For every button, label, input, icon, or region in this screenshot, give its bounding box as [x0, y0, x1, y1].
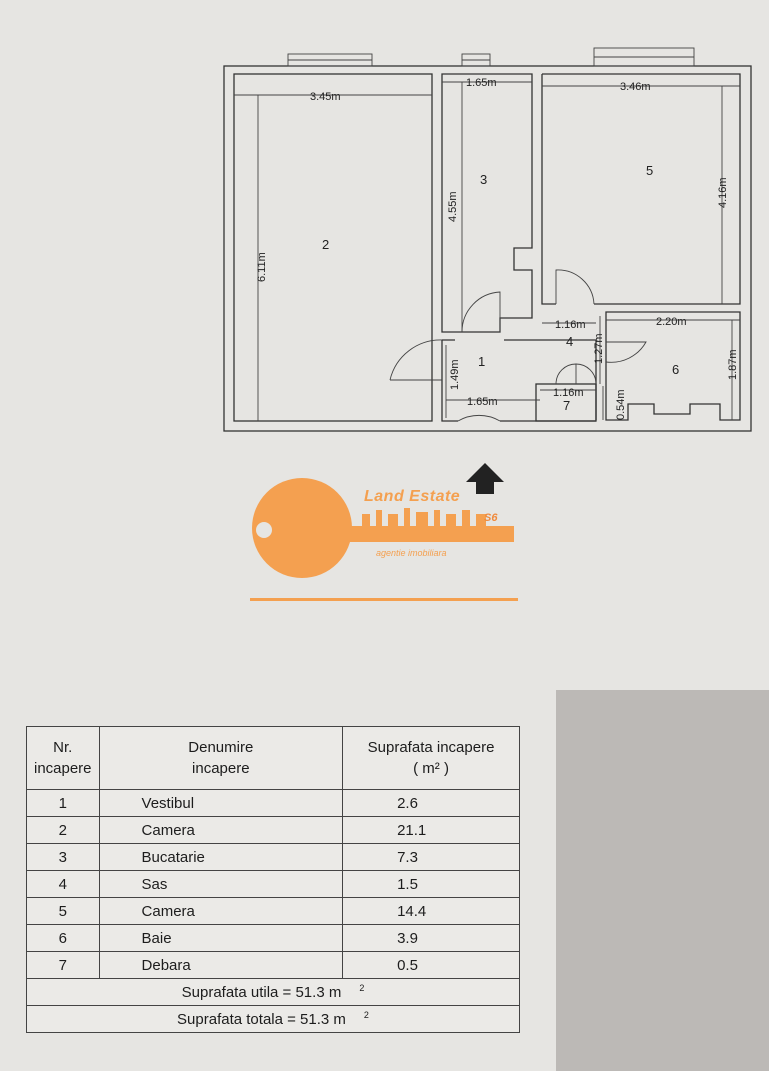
dim-room7-width: 1.16m	[553, 387, 584, 399]
dim-room3-width: 1.65m	[466, 77, 497, 89]
dim-room1-width: 1.65m	[467, 396, 498, 408]
table-row: 7 Debara 0.5	[26, 951, 520, 979]
door-room-6	[605, 341, 647, 363]
table-row: 3 Bucatarie 7.3	[26, 843, 520, 871]
dim-room6-height: 1.87m	[727, 349, 739, 380]
header-name: Denumire incapere	[98, 726, 344, 790]
door-room-5	[555, 269, 595, 305]
dim-room4-height: 1.27m	[593, 333, 605, 364]
dim-room5-height: 4.16m	[717, 177, 729, 208]
dim-room2-height: 6.11m	[256, 252, 268, 282]
table-row: 6 Baie 3.9	[26, 924, 520, 952]
dim-room5-width: 3.46m	[620, 81, 651, 93]
entrance-door	[457, 414, 501, 422]
room-5-outline	[541, 73, 741, 305]
room-number-7: 7	[563, 398, 570, 413]
table-row: 4 Sas 1.5	[26, 870, 520, 898]
entrance-arrow-icon	[466, 463, 504, 494]
dim-room4-width: 1.16m	[555, 319, 586, 331]
dim-room6-width: 2.20m	[656, 316, 687, 328]
rooms-table: Nr. incapere Denumire incapere Suprafata…	[26, 726, 520, 1033]
room-1-outline	[441, 340, 596, 422]
room-number-2: 2	[322, 237, 329, 252]
floor-plan: 3.45m 6.11m 1.65m 4.55m 3.46m 4.16m 1.16…	[223, 47, 752, 494]
dim-room3-height: 4.55m	[447, 191, 459, 222]
background-shadow	[556, 690, 769, 1071]
room-7-outline	[535, 383, 597, 422]
room-number-6: 6	[672, 362, 679, 377]
table-row: 2 Camera 21.1	[26, 816, 520, 844]
door-room-2	[389, 339, 443, 381]
dim-room1-height: 1.49m	[449, 359, 461, 390]
door-room-3	[461, 291, 501, 333]
room-4-wall	[442, 339, 597, 420]
room-number-1: 1	[478, 354, 485, 369]
room-number-5: 5	[646, 163, 653, 178]
table-row: 1 Vestibul 2.6	[26, 789, 520, 817]
table-row: 5 Camera 14.4	[26, 897, 520, 925]
room-2-outline	[233, 73, 433, 422]
room-number-3: 3	[480, 172, 487, 187]
room-number-4: 4	[566, 334, 573, 349]
room-3-outline	[441, 73, 533, 333]
door-room-7	[555, 363, 577, 385]
key-bow-icon	[252, 478, 352, 578]
dim-room7-height: 0.54m	[615, 389, 627, 420]
header-area: Suprafata incapere ( m² )	[342, 726, 520, 790]
brand-name: Land Estate	[364, 488, 461, 505]
key-logo	[250, 478, 518, 601]
brand-tagline: agentie imobiliara	[376, 548, 447, 558]
room-6-outline	[605, 311, 741, 421]
table-header-row: Nr. incapere Denumire incapere Suprafata…	[26, 726, 520, 790]
dim-room2-width: 3.45m	[310, 91, 341, 103]
header-nr: Nr. incapere	[26, 726, 100, 790]
brand-badge: S6	[484, 512, 498, 524]
